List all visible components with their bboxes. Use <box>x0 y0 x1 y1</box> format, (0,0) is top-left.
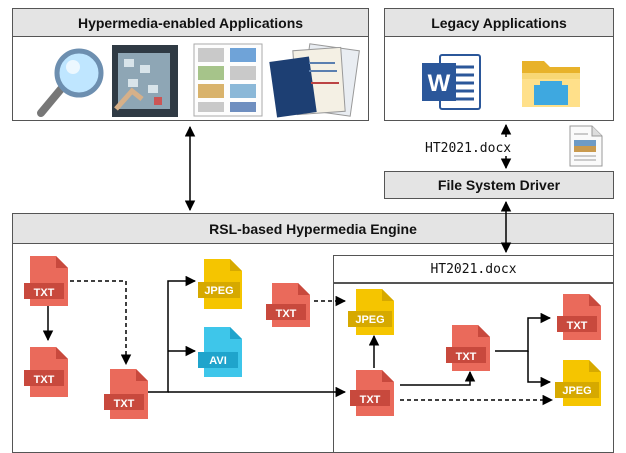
jpeg-file-icon: JPEG <box>348 289 394 335</box>
txt1-txt3-link <box>70 280 132 366</box>
engine-box: RSL-based Hypermedia Engine <box>12 213 614 453</box>
txt6-jpeg3-link <box>527 351 552 388</box>
legacy-apps-box: Legacy Applications W <box>384 8 614 121</box>
txt3-jpeg1-link <box>148 275 197 393</box>
avi-file-icon: AVI <box>198 327 242 377</box>
tabletop-photo <box>112 45 178 117</box>
txt-file-icon: TXT <box>24 256 68 306</box>
connections: TXT TXT TXT JPEG AVI TXT JPEG <box>24 123 601 419</box>
engine-doc-filename: HT2021.docx <box>430 261 517 277</box>
legacy-apps-title: Legacy Applications <box>385 9 613 37</box>
jpeg-label: JPEG <box>355 314 384 326</box>
document-icon <box>569 125 603 167</box>
engine-title: RSL-based Hypermedia Engine <box>13 214 613 244</box>
txt5-txt6-link <box>400 370 476 386</box>
txt-label: TXT <box>34 374 55 386</box>
txt-file-icon: TXT <box>266 283 310 327</box>
file-system-driver: File System Driver <box>384 171 614 199</box>
transfer-filename: HT2021.docx <box>425 141 512 156</box>
hypermedia-apps-box: Hypermedia-enabled Applications <box>12 8 369 121</box>
hypermedia-apps-title: Hypermedia-enabled Applications <box>13 9 368 37</box>
txt-label: TXT <box>360 394 381 406</box>
word-icon: W <box>422 54 481 110</box>
txt-file-icon: TXT <box>24 347 68 397</box>
jpeg-label: JPEG <box>204 285 233 297</box>
folder-icon <box>522 61 580 107</box>
txt-file-icon: TXT <box>350 370 394 416</box>
txt-label: TXT <box>34 287 55 299</box>
txt-label: TXT <box>567 320 588 332</box>
txt-label: TXT <box>456 351 477 363</box>
txt-label: TXT <box>114 398 135 410</box>
avi-label: AVI <box>209 355 227 367</box>
paper-stack-photo <box>269 43 360 118</box>
jpeg-label: JPEG <box>562 385 591 397</box>
magnifier-icon <box>37 48 104 117</box>
txt-file-icon: TXT <box>446 325 490 371</box>
txt6-txt7-link <box>495 312 552 352</box>
txt-file-icon: TXT <box>104 369 148 419</box>
txt-label: TXT <box>276 308 297 320</box>
document-pages-thumbnail <box>193 43 263 117</box>
txt-file-icon: TXT <box>557 294 601 340</box>
engine-doc-header: HT2021.docx <box>333 255 614 283</box>
svg-text:W: W <box>428 70 451 97</box>
jpeg-file-icon: JPEG <box>555 360 601 406</box>
jpeg-file-icon: JPEG <box>198 259 242 309</box>
